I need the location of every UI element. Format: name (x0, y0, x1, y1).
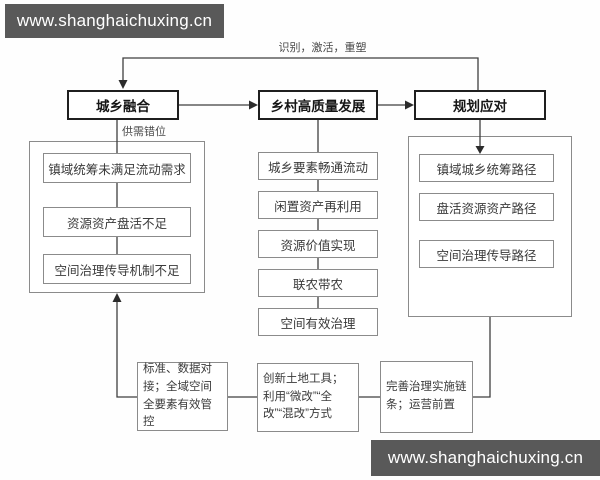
measure-text-land-tools: 创新土地工具；利用“微改”“全改”“混改”方式 (263, 372, 344, 421)
feedback-line (122, 57, 479, 90)
line-measure1-to-issues-panel (116, 302, 137, 398)
box-planning-response: 规划应对 (414, 90, 546, 120)
arrowhead-integration-to-rural (249, 100, 258, 110)
watermark-bottom-text: www.shanghaichuxing.cn (387, 448, 584, 467)
measure-text-standards: 标准、数据对接；全域空间全要素有效管控 (143, 362, 212, 429)
measure-box-land-tools: 创新土地工具；利用“微改”“全改”“混改”方式 (257, 363, 359, 432)
goal-box-idle-asset-reuse: 闲置资产再利用 (258, 191, 378, 219)
path-box-governance-transmission: 空间治理传导路径 (419, 240, 554, 268)
feedback-arrowhead (118, 80, 128, 89)
path-box-town-coordination: 镇域城乡统筹路径 (419, 154, 554, 182)
feedback-label: 识别，激活，重塑 (278, 42, 367, 54)
issue-box-governance-mechanism: 空间治理传导机制不足 (43, 254, 191, 284)
issue-box-asset-activation: 资源资产盘活不足 (43, 207, 191, 237)
goal-box-resource-value: 资源价值实现 (258, 230, 378, 258)
arrowhead-to-issues-panel (112, 293, 122, 302)
measure-text-implementation-chain: 完善治理实施链条；运营前置 (386, 381, 467, 411)
box-urban-rural-integration: 城乡融合 (67, 90, 179, 120)
issue-box-town-coordination: 镇域统筹未满足流动需求 (43, 153, 191, 183)
watermark-top-text: www.shanghaichuxing.cn (16, 11, 213, 30)
goal-box-effective-governance: 空间有效治理 (258, 308, 378, 336)
line-paths-panel-to-measure3 (473, 317, 491, 398)
watermark-top-bar: www.shanghaichuxing.cn (5, 4, 224, 38)
watermark-bottom-bar: www.shanghaichuxing.cn (371, 440, 600, 476)
arrowhead-rural-to-planning (405, 100, 414, 110)
path-box-asset-activation: 盘活资源资产路径 (419, 193, 554, 221)
measure-box-standards: 标准、数据对接；全域空间全要素有效管控 (137, 362, 228, 431)
mismatch-label: 供需错位 (122, 126, 166, 138)
goal-box-element-flow: 城乡要素畅通流动 (258, 152, 378, 180)
measure-box-implementation-chain: 完善治理实施链条；运营前置 (380, 361, 473, 433)
goal-box-link-farmers: 联农带农 (258, 269, 378, 297)
box-rural-high-quality-development: 乡村高质量发展 (258, 90, 378, 120)
